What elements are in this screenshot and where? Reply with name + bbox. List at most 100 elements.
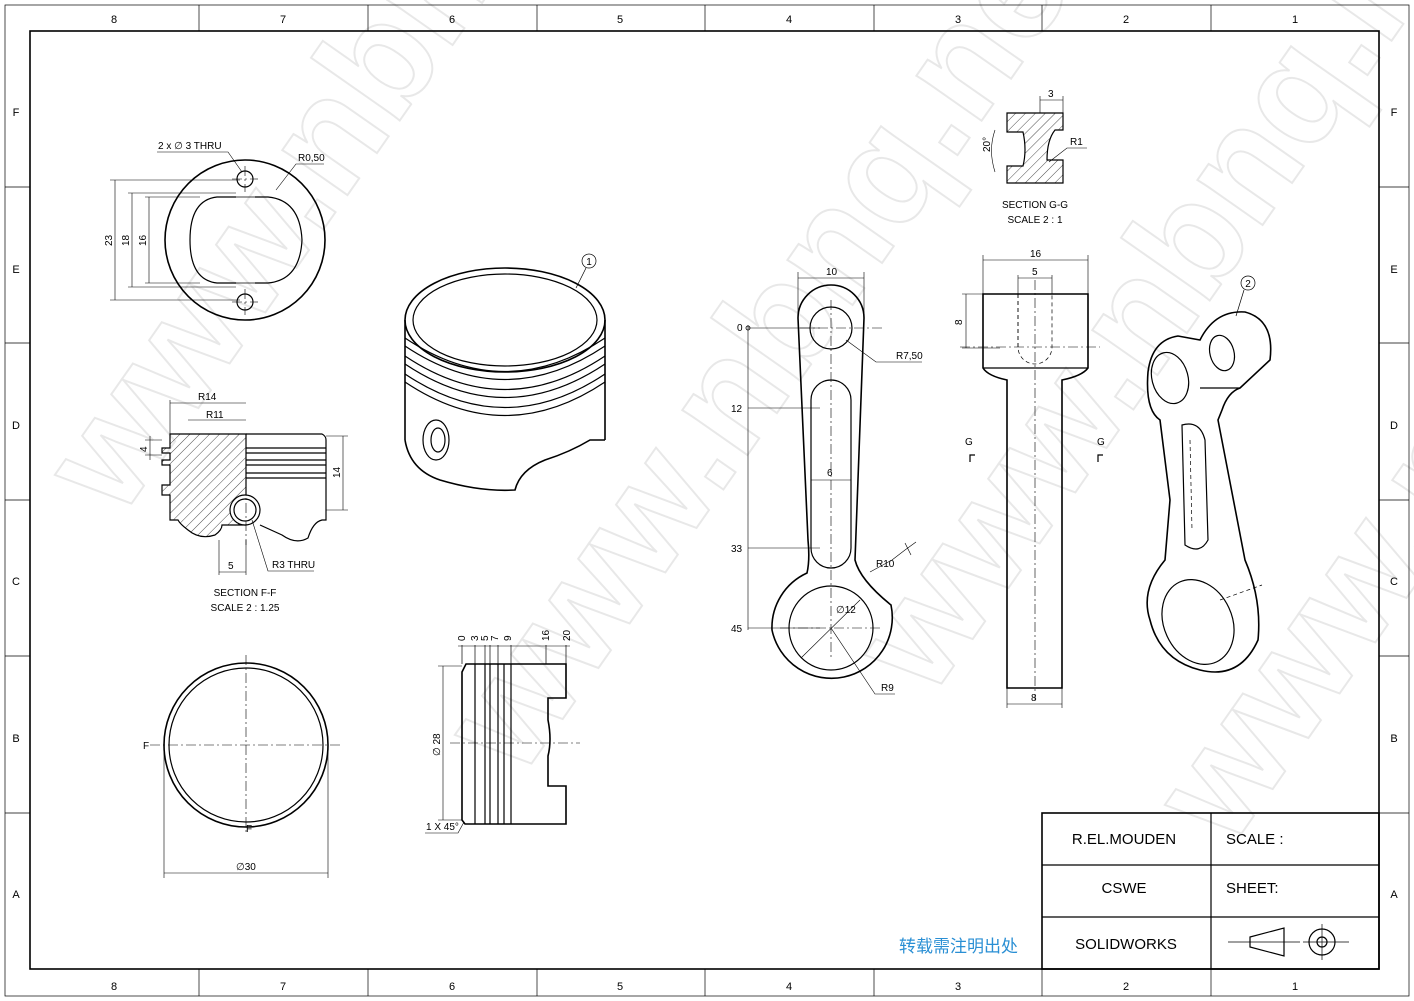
zone-top-4: 4 — [786, 14, 792, 26]
sect-g-angle: 20° — [982, 137, 993, 152]
title-block-software: SOLIDWORKS — [1075, 936, 1177, 953]
rod-side-view: 16 5 8 8 G G — [954, 249, 1105, 708]
side-ord-5: 5 — [480, 635, 491, 641]
sect-f-r11: R11 — [206, 410, 224, 421]
zone-top-3: 3 — [955, 14, 961, 26]
title-block-author: R.EL.MOUDEN — [1072, 831, 1176, 848]
sect-g-dim-3: 3 — [1048, 89, 1054, 100]
side-ord-7: 7 — [490, 635, 501, 641]
zone-right-B: B — [1390, 733, 1397, 745]
rod-ord-33: 33 — [731, 544, 743, 555]
zone-bottom-1: 1 — [1292, 981, 1298, 993]
zone-left-C: C — [12, 576, 20, 588]
rodside-dim-8-horiz: 8 — [1031, 693, 1037, 704]
zone-top-2: 2 — [1123, 14, 1129, 26]
balloon-2: 2 — [1245, 279, 1251, 290]
side-diameter: ∅ 28 — [432, 733, 443, 756]
rod-r10: R10 — [876, 559, 895, 570]
rod-dim-10: 10 — [826, 267, 838, 278]
zone-bottom-6: 6 — [449, 981, 455, 993]
zone-bottom-8: 8 — [111, 981, 117, 993]
title-block-sheet-label: SHEET: — [1226, 880, 1279, 897]
rod-ord-12: 12 — [731, 404, 743, 415]
zone-top-6: 6 — [449, 14, 455, 26]
zone-top-7: 7 — [280, 14, 286, 26]
rodside-dim-5: 5 — [1032, 267, 1038, 278]
zone-labels-top: 8 7 6 5 4 3 2 1 — [111, 14, 1298, 26]
zone-top-8: 8 — [111, 14, 117, 26]
side-ord-3: 3 — [470, 635, 481, 641]
zone-left-F: F — [13, 107, 20, 119]
rod-ord-45: 45 — [731, 624, 743, 635]
sect-f-dim-14: 14 — [332, 466, 343, 478]
rodside-cut-left: G — [965, 437, 973, 448]
side-ord-20: 20 — [562, 629, 573, 641]
piston-isometric: 1 — [404, 253, 606, 492]
bottom-diameter: ∅30 — [236, 862, 256, 873]
bottom-cut-label-top: F — [143, 741, 149, 752]
rod-isometric: 2 — [1146, 275, 1272, 673]
rod-ord-0: 0 — [737, 323, 743, 334]
top-dim-16: 16 — [138, 234, 149, 246]
rodside-dim-16: 16 — [1030, 249, 1042, 260]
piston-bottom-view: ∅30 F F — [143, 655, 340, 878]
piston-top-view: 23 18 16 2 x ∅ 3 THRU R0,50 — [104, 141, 326, 321]
zone-top-1: 1 — [1292, 14, 1298, 26]
sect-f-r3: R3 THRU — [272, 560, 315, 571]
zone-right-E: E — [1390, 264, 1397, 276]
rod-dia12: ∅12 — [836, 605, 856, 616]
side-ord-16: 16 — [541, 629, 552, 641]
zone-labels-bottom: 8 7 6 5 4 3 2 1 — [111, 981, 1298, 993]
sect-g-title: SECTION G-G — [1002, 200, 1068, 211]
rod-front-view: 0 12 33 45 10 R7,50 6 R10 ∅12 R9 — [731, 267, 923, 695]
top-radius-note: R0,50 — [298, 153, 325, 164]
sect-f-scale: SCALE 2 : 1.25 — [211, 603, 280, 614]
side-chamfer: 1 X 45° — [426, 822, 459, 833]
rod-r9: R9 — [881, 683, 894, 694]
zone-right-F: F — [1391, 107, 1398, 119]
zone-bottom-3: 3 — [955, 981, 961, 993]
sect-f-dim-4: 4 — [139, 446, 150, 452]
zone-right-D: D — [1390, 420, 1398, 432]
zone-ticks — [5, 5, 1409, 996]
zone-labels-right: F E D C B A — [1390, 107, 1398, 901]
sect-g-r1: R1 — [1070, 137, 1083, 148]
zone-left-B: B — [12, 733, 19, 745]
side-ord-0: 0 — [457, 635, 468, 641]
zone-left-A: A — [12, 889, 20, 901]
zone-left-D: D — [12, 420, 20, 432]
zone-right-A: A — [1390, 889, 1398, 901]
outer-frame — [4, 4, 1410, 997]
title-block-org: CSWE — [1102, 880, 1147, 897]
sect-f-r14: R14 — [198, 392, 217, 403]
zone-bottom-7: 7 — [280, 981, 286, 993]
zone-labels-left: F E D C B A — [12, 107, 20, 901]
top-holes-note: 2 x ∅ 3 THRU — [158, 141, 222, 152]
top-dim-23: 23 — [104, 234, 115, 246]
section-g-view: 3 20° R1 SECTION G-G SCALE 2 : 1 — [982, 89, 1087, 226]
section-f-view: R14 R11 4 14 5 R3 THRU SECTION F-F SCALE… — [139, 392, 348, 614]
top-dim-18: 18 — [121, 234, 132, 246]
title-block: R.EL.MOUDEN SCALE : CSWE SHEET: SOLIDWOR… — [1041, 812, 1380, 970]
title-block-scale-label: SCALE : — [1226, 831, 1284, 848]
zone-bottom-2: 2 — [1123, 981, 1129, 993]
balloon-1: 1 — [586, 257, 592, 268]
side-ord-9: 9 — [503, 635, 514, 641]
bottom-cut-label-bottom: F — [246, 824, 252, 835]
sect-g-scale: SCALE 2 : 1 — [1007, 215, 1062, 226]
rod-r750: R7,50 — [896, 351, 923, 362]
sect-f-dim-5: 5 — [228, 561, 234, 572]
sect-f-title: SECTION F-F — [214, 588, 277, 599]
zone-bottom-4: 4 — [786, 981, 792, 993]
first-angle-projection-icon — [1228, 924, 1349, 960]
rodside-dim-8-vert: 8 — [954, 319, 965, 325]
zone-right-C: C — [1390, 576, 1398, 588]
repost-notice: 转载需注明出处 — [899, 937, 1018, 957]
zone-top-5: 5 — [617, 14, 623, 26]
rod-dim-6: 6 — [827, 468, 833, 479]
rodside-cut-right: G — [1097, 437, 1105, 448]
zone-left-E: E — [12, 264, 19, 276]
piston-side-view: 0 3 5 7 9 16 20 ∅ 28 1 X 45° — [425, 629, 580, 834]
zone-bottom-5: 5 — [617, 981, 623, 993]
